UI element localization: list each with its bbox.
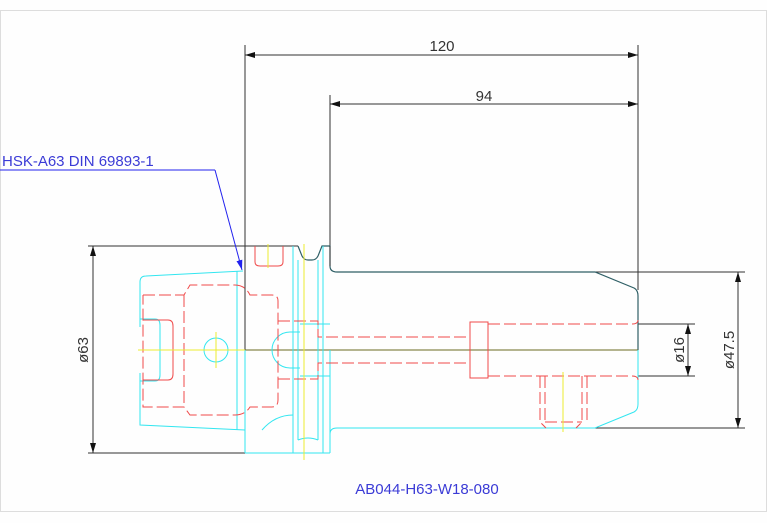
dimension-body-diameter: ø47.5 xyxy=(595,271,745,429)
dimension-94-label: 94 xyxy=(476,88,493,105)
drawing-frame xyxy=(0,10,767,512)
centerlines xyxy=(138,244,564,460)
dimension-flange-diameter: ø63 xyxy=(75,245,245,454)
dimension-d63-label: ø63 xyxy=(75,337,92,363)
part-number-label: AB044-H63-W18-080 xyxy=(355,481,498,498)
dimension-projection-length: 94 xyxy=(329,88,638,246)
interface-label: HSK-A63 DIN 69893-1 xyxy=(2,153,154,170)
hidden-internal-features xyxy=(142,246,639,429)
dimension-120-label: 120 xyxy=(429,38,454,55)
dimension-d47-5-label: ø47.5 xyxy=(721,331,738,369)
body-outline-upper xyxy=(244,245,639,350)
hsk-shank-geometry xyxy=(139,246,639,454)
dimension-d16-label: ø16 xyxy=(671,337,688,363)
dimension-bore-diameter: ø16 xyxy=(638,323,695,377)
dimension-overall-length: 120 xyxy=(244,38,639,290)
interface-label-leader: HSK-A63 DIN 69893-1 xyxy=(0,153,243,271)
